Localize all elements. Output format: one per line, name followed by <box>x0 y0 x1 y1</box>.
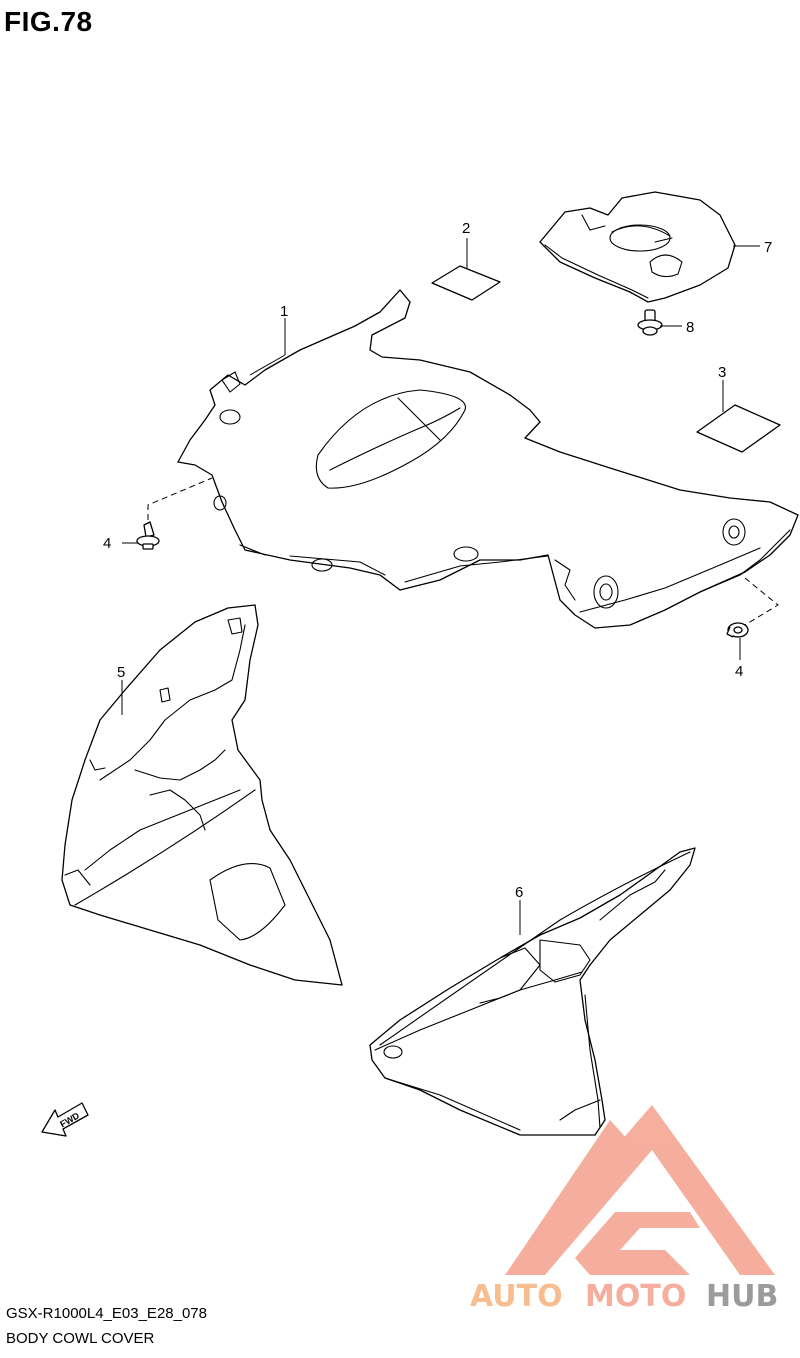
model-code: GSX-R1000L4_E03_E28_078 <box>6 1305 207 1322</box>
callout-7: 7 <box>764 239 772 256</box>
part-1-body-cowl[interactable] <box>177 289 799 629</box>
part-4-clip-right[interactable] <box>726 622 749 638</box>
part-6-inner-cover[interactable] <box>369 847 696 1136</box>
callout-labels: 1 2 3 4 4 5 6 7 8 <box>103 220 772 901</box>
figure-title: FIG.78 <box>4 6 93 37</box>
callout-4-right: 4 <box>735 663 743 680</box>
callout-5: 5 <box>117 664 125 681</box>
watermark-text-moto: MOTO <box>585 1279 686 1314</box>
callout-1: 1 <box>280 303 288 320</box>
leader-lines <box>121 238 779 935</box>
fwd-arrow: FWD <box>41 1102 89 1137</box>
part-3-pad[interactable] <box>696 404 781 453</box>
part-5-inner-cover[interactable] <box>61 604 343 986</box>
part-4-clip-left[interactable] <box>136 521 160 550</box>
part-7-cover[interactable] <box>539 191 736 303</box>
watermark-logo: AUTO MOTO HUB <box>470 1105 778 1314</box>
watermark-text-hub: HUB <box>706 1279 778 1314</box>
part-8-bolt[interactable] <box>637 309 663 336</box>
part-2-pad[interactable] <box>431 265 501 301</box>
watermark-text-auto: AUTO <box>470 1279 563 1314</box>
callout-2: 2 <box>462 220 470 237</box>
callout-4-left: 4 <box>103 535 111 552</box>
callout-8: 8 <box>686 319 694 336</box>
callout-6: 6 <box>515 884 523 901</box>
figure-subtitle: BODY COWL COVER <box>6 1330 155 1347</box>
callout-3: 3 <box>718 364 726 381</box>
